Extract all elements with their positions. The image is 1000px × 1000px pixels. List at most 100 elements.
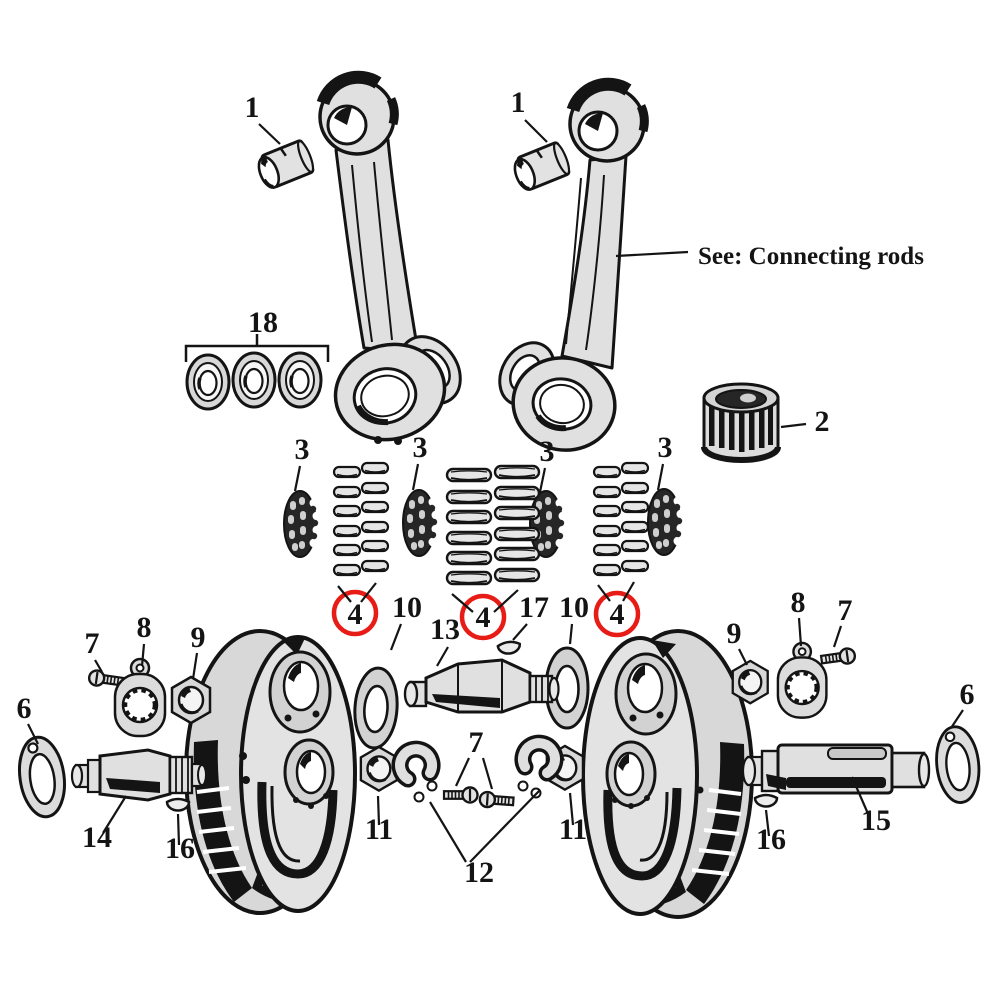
- callout-label-6-right: 6: [960, 678, 975, 711]
- leader-line: [615, 250, 689, 258]
- leader-line: [337, 585, 352, 603]
- leader-line: [411, 463, 420, 491]
- leader-line: [293, 465, 302, 492]
- callout-label-4c: 4: [610, 598, 625, 631]
- callout-label-7-right: 7: [838, 594, 853, 627]
- callout-label-7-left: 7: [85, 627, 100, 660]
- leader-line: [455, 757, 470, 787]
- callout-bushing-right: 1: [511, 86, 548, 143]
- leader-line: [797, 617, 803, 647]
- rollers-right-group: [592, 461, 650, 577]
- flywheel-left: [184, 629, 357, 915]
- crank-pin: [403, 658, 560, 714]
- callout-bearing-2: 2: [780, 405, 830, 438]
- callout-bushing-left: 1: [245, 91, 281, 145]
- callout-label-17: 17: [519, 591, 549, 624]
- lock-plate-left: [115, 659, 165, 736]
- callout-sprocket-shaft: 14: [82, 795, 127, 854]
- callout-label-10-right: 10: [559, 591, 589, 624]
- crank-pin-key: [496, 639, 522, 656]
- leader-line: [764, 809, 771, 837]
- lock-screw-right: [819, 646, 858, 669]
- leader-line: [512, 623, 528, 641]
- callout-lock-plate-right: 8: [791, 586, 806, 647]
- leader-line: [568, 792, 575, 826]
- callout-label-4a: 4: [348, 598, 363, 631]
- callout-label-13: 13: [430, 613, 460, 646]
- callout-washer-10-right: 10: [559, 591, 589, 645]
- callout-note: See: Connecting rods: [615, 243, 924, 270]
- callout-label-10-left: 10: [392, 591, 422, 624]
- callout-tab-washer-right: 6: [950, 678, 975, 729]
- leader-line: [950, 709, 964, 729]
- callout-lock-plate-left: 8: [137, 611, 152, 667]
- callout-label-9-right: 9: [727, 617, 742, 650]
- callout-key-16-left: 16: [165, 813, 195, 865]
- callout-label-12: 12: [464, 856, 494, 889]
- leader-line: [389, 623, 403, 651]
- callout-nut-11-right: 11: [559, 792, 587, 846]
- callout-washer-set-18: 18: [248, 306, 278, 339]
- callout-nut-right: 9: [727, 617, 748, 666]
- leader-line: [451, 593, 474, 613]
- retainer-bearing: [701, 382, 781, 463]
- leader-line: [140, 643, 146, 667]
- crankpin-screw-right: [478, 790, 516, 811]
- leader-line: [176, 813, 181, 846]
- thrust-washer-left: [350, 665, 402, 751]
- roller-cage-4: [647, 488, 687, 556]
- callout-label-4b: 4: [476, 601, 491, 634]
- pinion-shaft: [741, 743, 931, 795]
- leader-line: [469, 789, 541, 863]
- leader-line: [656, 463, 665, 491]
- crankpin-screw-left: [442, 786, 479, 804]
- leader-line: [436, 646, 449, 667]
- leader-line: [780, 422, 807, 429]
- wrist-pin-bushing-right: [508, 139, 574, 195]
- callout-cage-4: 3: [656, 431, 673, 491]
- leader-line: [27, 723, 39, 745]
- leader-line: [524, 119, 548, 143]
- roller-cage-3: [529, 490, 569, 558]
- leader-line: [568, 623, 574, 645]
- callout-nut-11-left: 11: [365, 795, 393, 846]
- sprocket-shaft-key: [165, 797, 191, 812]
- callout-label-6-left: 6: [17, 692, 32, 725]
- crankpin-nut-left: [359, 745, 399, 793]
- leader-line: [538, 467, 547, 493]
- callout-label-3a: 3: [295, 433, 310, 466]
- leader-line: [376, 795, 381, 826]
- callout-lock-tabs-12: 12: [429, 789, 541, 889]
- callout-label-7-center: 7: [469, 726, 484, 759]
- connecting-rod-left: [316, 70, 462, 445]
- callouts-layer: 1 1 See: Connecting rods 2 3 3 3 3: [17, 86, 975, 889]
- callout-label-8-right: 8: [791, 586, 806, 619]
- highlight-circles: [331, 589, 641, 641]
- connecting-rod-right: [498, 77, 649, 452]
- flywheel-right: [581, 629, 754, 919]
- callout-label-3d: 3: [658, 431, 673, 464]
- callout-label-3c: 3: [540, 435, 555, 468]
- roller-cage-2: [402, 489, 442, 557]
- highlight-circle-right: [593, 590, 641, 638]
- callout-key-16-right: 16: [756, 809, 786, 856]
- leader-line: [102, 795, 127, 834]
- callout-label-16-left: 16: [165, 832, 195, 865]
- callout-label-15: 15: [861, 804, 891, 837]
- callout-cage-3: 3: [538, 435, 555, 493]
- roller-cage-1: [283, 490, 323, 558]
- callout-cage-2: 3: [411, 431, 428, 491]
- tab-washer-right: [931, 723, 984, 807]
- callout-label-16-right: 16: [756, 823, 786, 856]
- leader-line: [258, 123, 281, 145]
- lock-tab-left: [391, 740, 441, 803]
- see-connecting-rods-note: See: Connecting rods: [698, 243, 924, 270]
- lock-tab-right: [514, 734, 564, 799]
- pinion-shaft-key: [753, 793, 779, 808]
- rollers-left-group: [332, 461, 390, 577]
- callout-screw-left: 7: [85, 627, 103, 673]
- callout-label-1-left: 1: [245, 91, 260, 124]
- leader-line: [360, 582, 377, 603]
